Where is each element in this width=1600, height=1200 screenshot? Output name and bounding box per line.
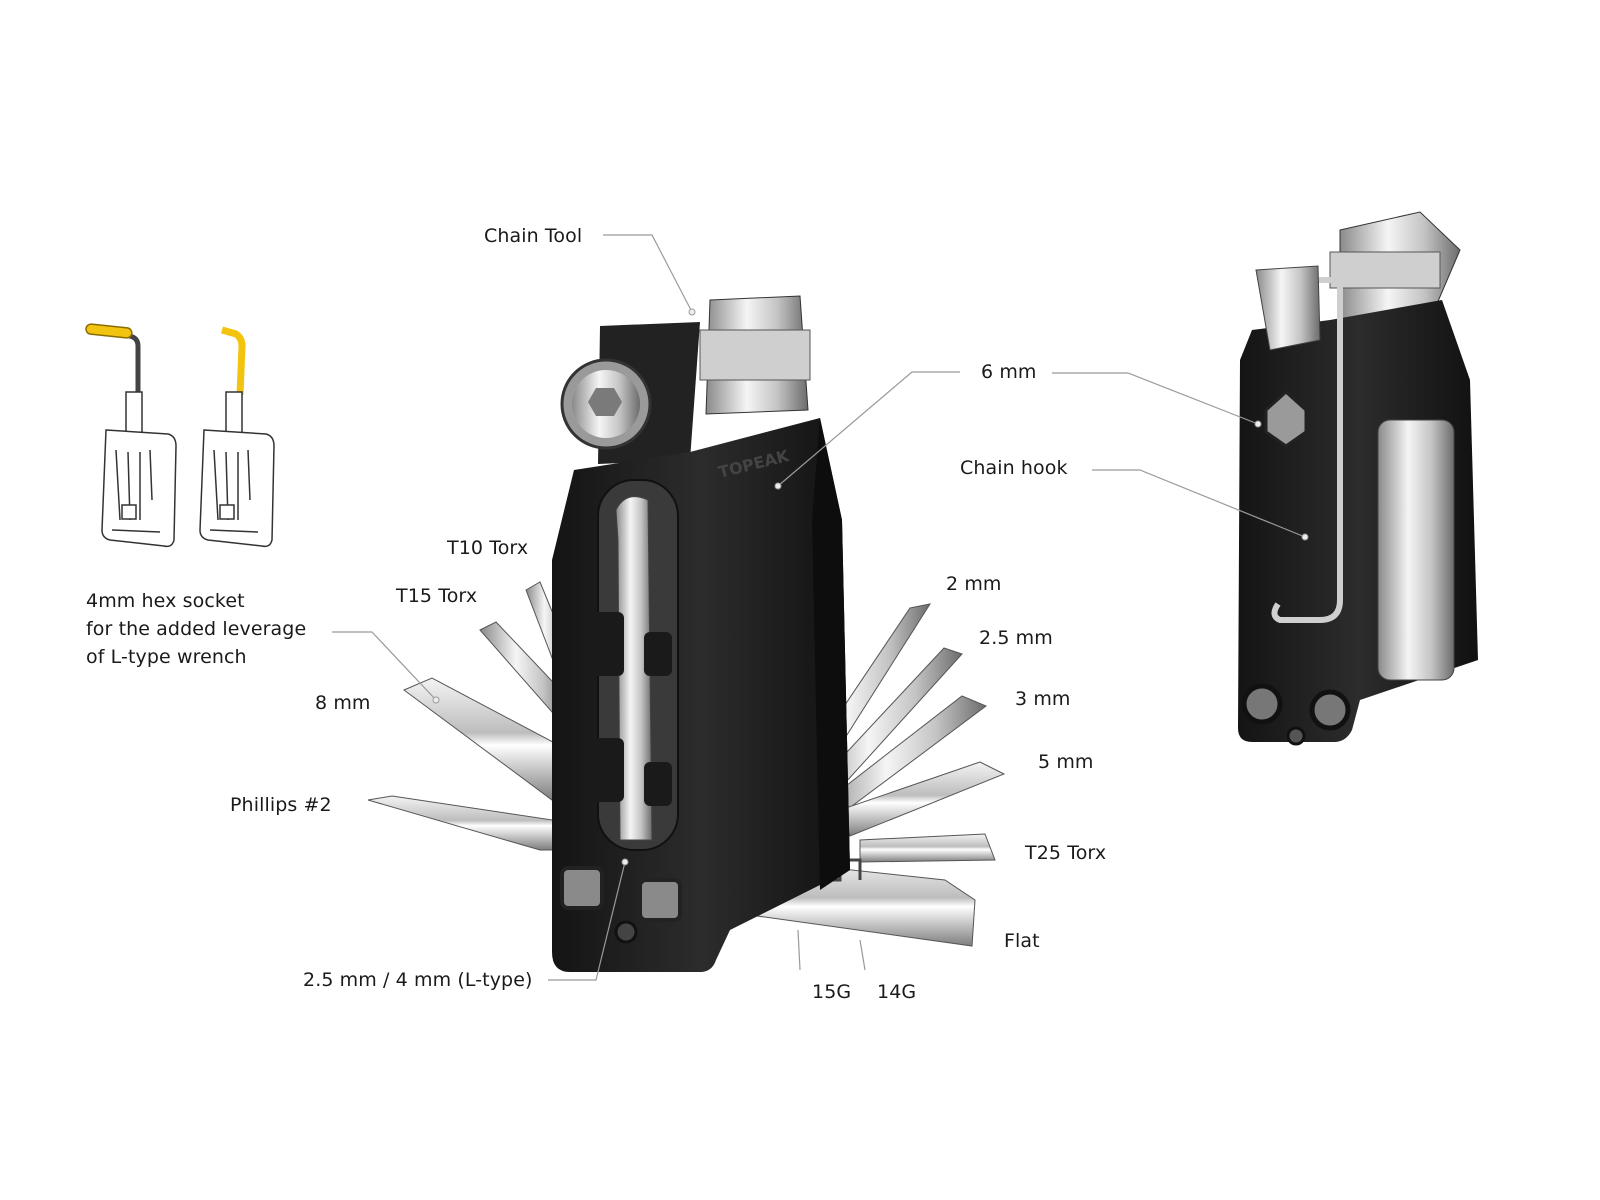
label-2mm: 2 mm <box>946 573 1002 595</box>
label-8mm: 8 mm <box>315 692 371 714</box>
phillips-bit <box>367 795 567 851</box>
label-phillips: Phillips #2 <box>230 794 332 816</box>
leader-14g <box>859 939 866 971</box>
leader-15g <box>797 929 801 971</box>
left-bits <box>367 581 573 851</box>
label-14g: 14G <box>877 981 917 1003</box>
t25-torx-bit <box>859 833 996 863</box>
label-flat: Flat <box>1004 930 1040 952</box>
leader-l-type <box>548 861 626 981</box>
leader-chain-hook <box>1092 469 1306 538</box>
label-t25-torx: T25 Torx <box>1025 842 1107 864</box>
label-l-type: 2.5 mm / 4 mm (L-type) <box>303 969 533 991</box>
main-tool-body: TOPEAK <box>552 295 850 972</box>
l-wrench-drawing-2 <box>199 326 275 548</box>
label-chain-tool: Chain Tool <box>484 225 583 247</box>
leader-hex-socket <box>332 631 437 701</box>
label-chain-hook: Chain hook <box>960 457 1068 479</box>
5mm-hex-bit <box>839 761 1006 837</box>
label-hex-socket-line-1: 4mm hex socket <box>86 590 245 612</box>
label-6mm: 6 mm <box>981 361 1037 383</box>
leader-6mm-left <box>777 371 960 487</box>
label-t15-torx: T15 Torx <box>396 585 478 607</box>
label-hex-socket-line-2: for the added leverage <box>86 618 307 640</box>
l-wrench-drawing-1 <box>85 323 177 548</box>
leader-chain-tool <box>603 234 693 313</box>
side-view-tool <box>1238 211 1478 746</box>
label-3mm: 3 mm <box>1015 688 1071 710</box>
label-hex-socket-line-3: of L-type wrench <box>86 646 247 668</box>
label-t10-torx: T10 Torx <box>447 537 529 559</box>
label-2-5mm: 2.5 mm <box>979 627 1053 649</box>
leader-lines <box>332 234 1306 981</box>
leader-dots <box>432 308 1309 866</box>
label-15g: 15G <box>812 981 852 1003</box>
label-5mm: 5 mm <box>1038 751 1094 773</box>
label-hex-socket: 4mm hex socket for the added leverage of… <box>86 587 306 671</box>
l-type-wrench <box>615 496 653 841</box>
leader-6mm-right <box>1052 372 1259 425</box>
